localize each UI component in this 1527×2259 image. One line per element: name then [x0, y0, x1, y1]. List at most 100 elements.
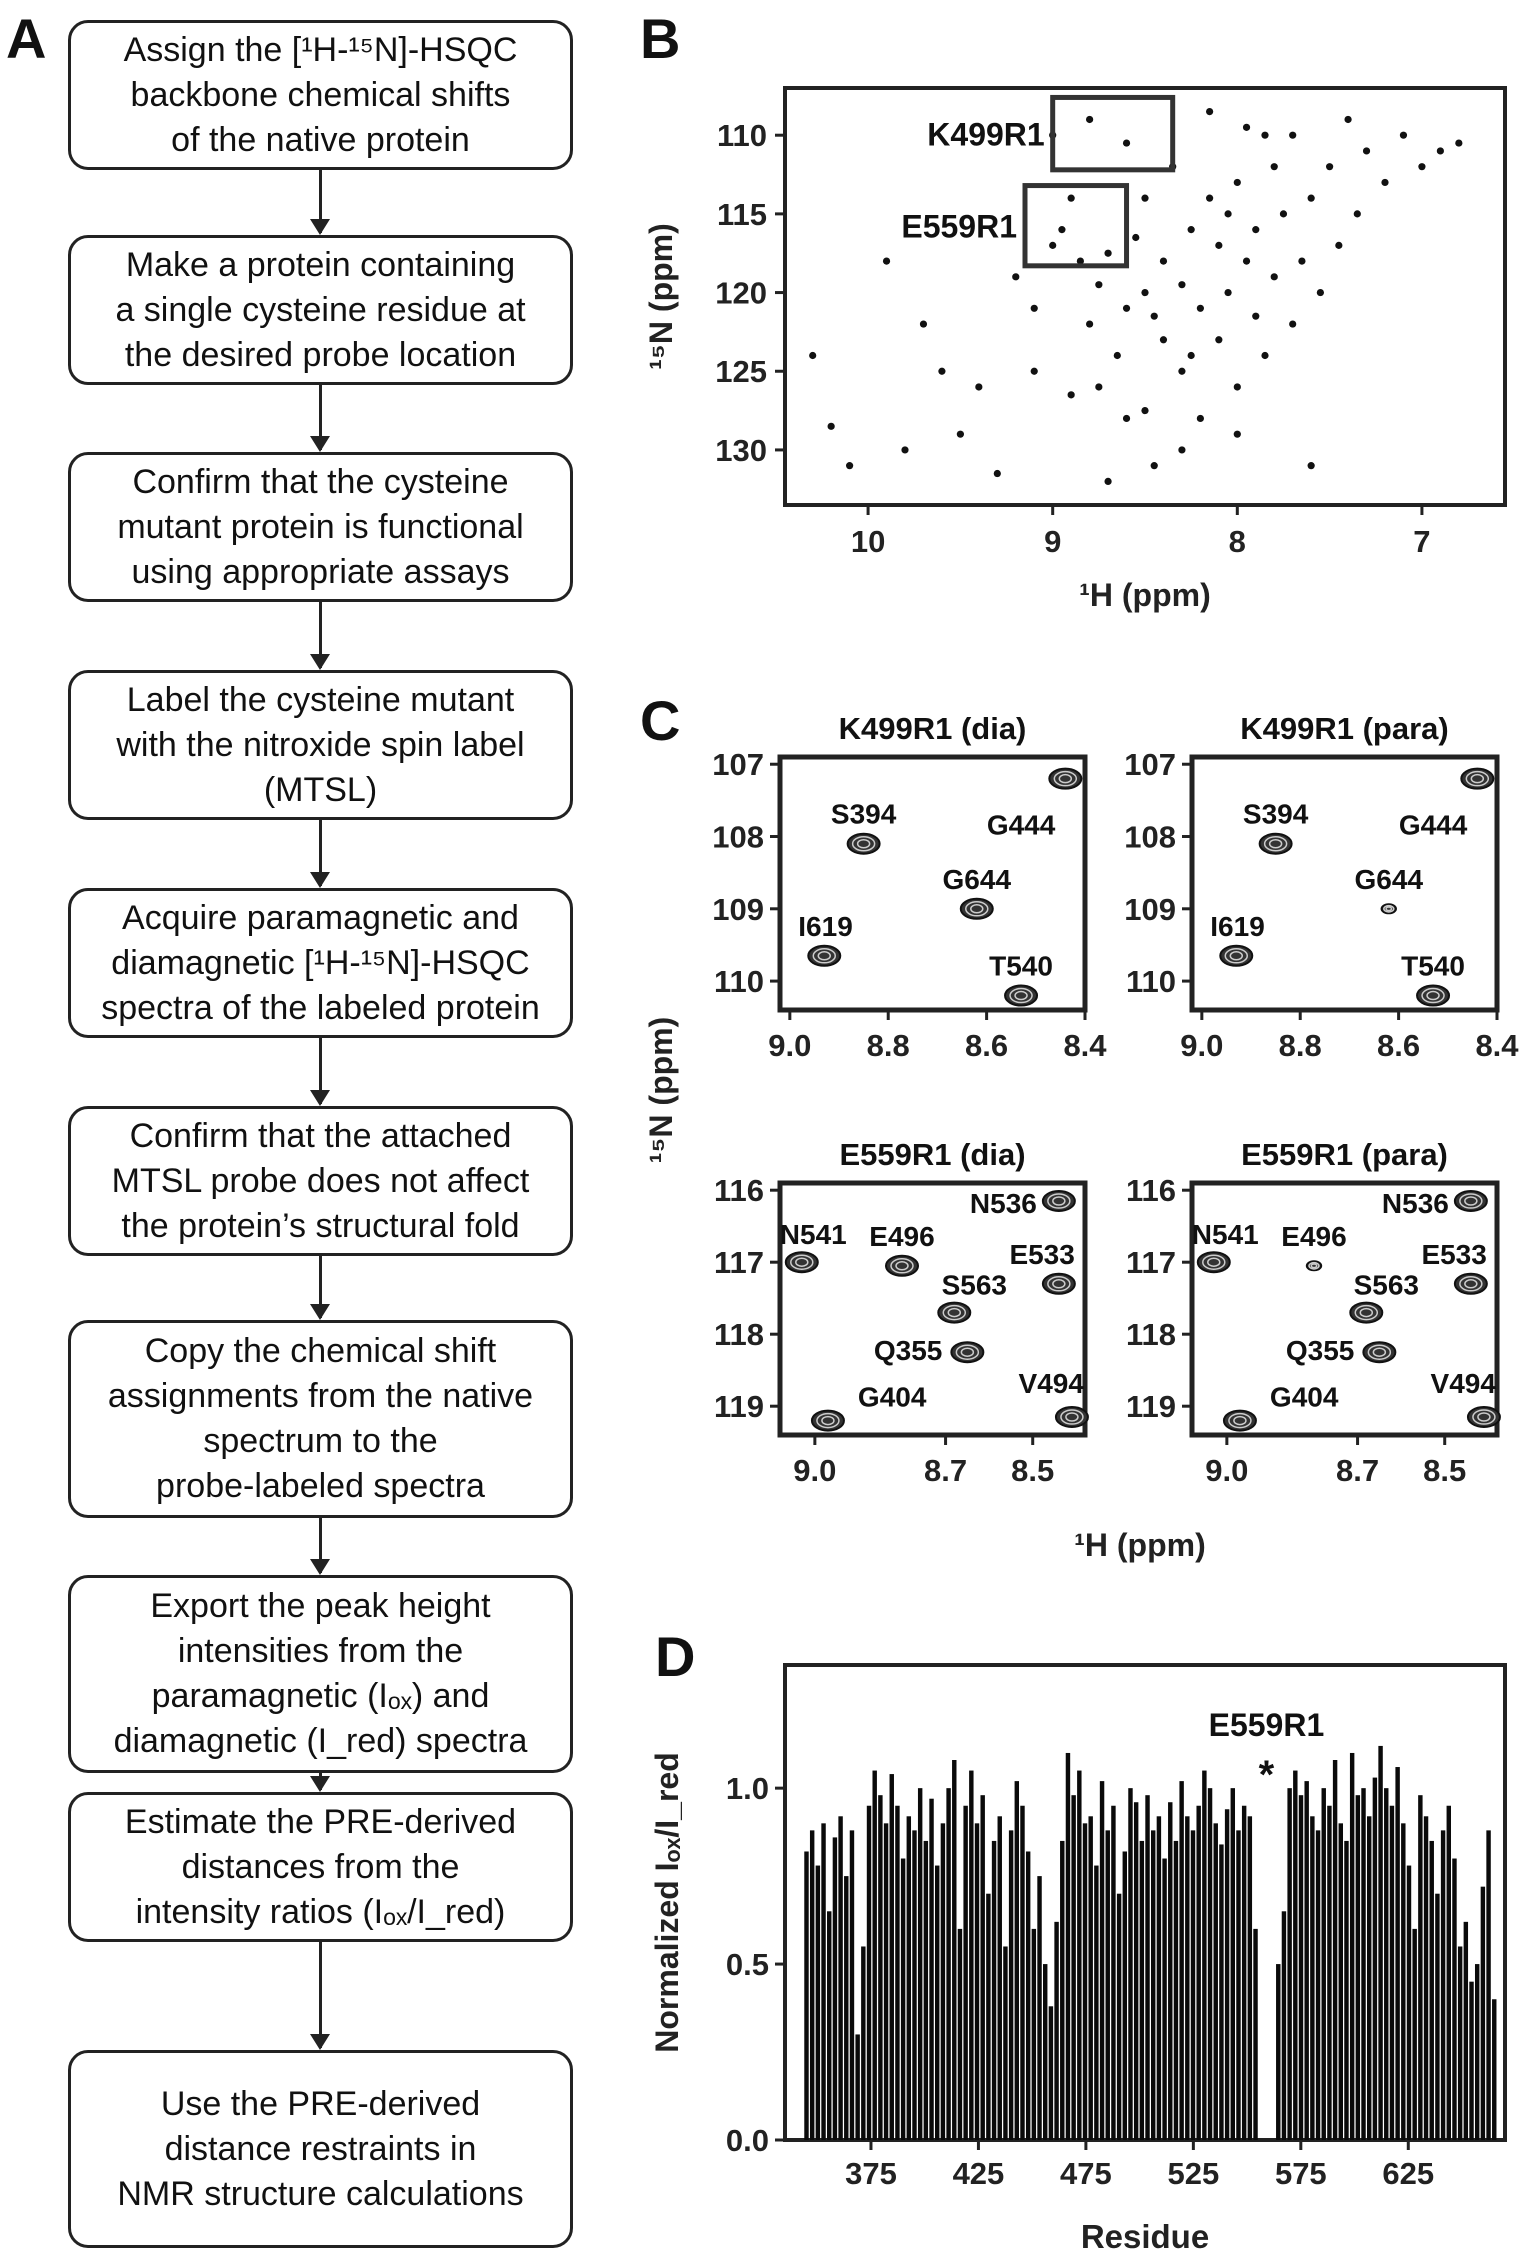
flow-arrow — [310, 170, 330, 235]
panel-label-d: D — [655, 1625, 696, 1688]
ratio-bar — [1014, 1781, 1020, 2140]
peak-label: G404 — [858, 1382, 927, 1413]
x-tick-label: 7 — [1413, 524, 1430, 559]
peak-point — [1095, 383, 1103, 391]
x-tick-label: 425 — [953, 2156, 1005, 2191]
flow-step-text: NMR structure calculations — [117, 2174, 524, 2213]
ratio-bar — [1094, 1865, 1099, 2140]
peak-contour — [856, 838, 871, 849]
ratio-bar — [1099, 1781, 1105, 2140]
x-axis-title: ¹H (ppm) — [1079, 577, 1211, 613]
peak-point — [1261, 131, 1269, 139]
ratio-bar — [1469, 1981, 1474, 2140]
x-axis-title: ¹H (ppm) — [1074, 1527, 1206, 1563]
ratio-bar — [963, 1805, 968, 2140]
peak-point — [1150, 312, 1158, 320]
peak-contour — [790, 1254, 814, 1270]
y-tick-label: 118 — [714, 1317, 764, 1352]
peak-contour — [1052, 1196, 1066, 1206]
peak-point — [1335, 241, 1343, 249]
peak-point — [1196, 414, 1204, 423]
x-tick-label: 8.6 — [1377, 1028, 1420, 1063]
x-tick-label: 8 — [1229, 524, 1246, 559]
flow-step-text: probe-labeled spectra — [156, 1467, 485, 1505]
y-tick-label: 110 — [714, 964, 764, 999]
peak-point — [1122, 304, 1131, 312]
ratio-bar — [1122, 1851, 1128, 2140]
ratio-bar — [895, 1805, 900, 2140]
peak-point — [1178, 446, 1186, 454]
peak-contour — [795, 1257, 809, 1267]
peak-point — [1224, 210, 1232, 218]
peak-label: V494 — [1431, 1368, 1497, 1399]
y-tick-label: 109 — [1124, 892, 1176, 927]
ratio-bar — [1071, 1795, 1076, 2140]
peak-point — [1113, 351, 1121, 360]
peak-point — [1270, 163, 1278, 171]
ratio-bar — [1060, 1840, 1065, 2140]
y-tick-label: 117 — [714, 1245, 764, 1280]
x-tick-label: 8.7 — [924, 1453, 967, 1488]
subplot-frame — [777, 754, 1088, 1013]
ratio-bar — [878, 1795, 883, 2140]
ratio-bar — [1196, 1805, 1201, 2140]
ratio-bar — [1344, 1840, 1349, 2140]
ratio-bar — [1179, 1781, 1184, 2140]
peak-point — [1067, 194, 1075, 202]
peak-point — [1122, 139, 1131, 147]
peak-point — [1067, 391, 1075, 399]
peak-point — [1076, 257, 1084, 265]
y-axis-title: Normalized Iₒₓ/I_red — [649, 1752, 685, 2052]
ratio-bar — [1332, 1760, 1338, 2140]
peak-contour — [1385, 906, 1393, 912]
x-tick-label: 8.8 — [867, 1028, 910, 1063]
flow-step-text: Export the peak height — [150, 1587, 491, 1625]
ratio-bar — [1054, 1921, 1059, 2140]
flow-step-text: assignments from the native — [107, 1377, 534, 1415]
peak-point — [1270, 273, 1278, 281]
ratio-bar — [969, 1770, 974, 2140]
x-tick-label: 8.5 — [1011, 1453, 1054, 1488]
ratio-bar — [1338, 1823, 1344, 2140]
x-axis-title: Residue — [1081, 2218, 1209, 2255]
x-tick-label: 9.0 — [793, 1453, 836, 1488]
ratio-bar — [844, 1876, 849, 2140]
peak-point — [1224, 288, 1232, 297]
peak-contour — [1354, 1304, 1379, 1321]
peak-label: G444 — [1399, 810, 1468, 841]
panel-label-c: C — [640, 689, 681, 752]
ratio-bar — [1446, 1805, 1451, 2140]
peak-contour — [851, 835, 876, 852]
ratio-bar — [1150, 1830, 1156, 2140]
panel-label-b: B — [640, 7, 681, 70]
peak-point — [882, 257, 891, 265]
peak-point — [1242, 257, 1251, 265]
ratio-bar — [883, 1823, 889, 2140]
peak-contour — [942, 1304, 967, 1321]
flow-step-text: Acquire paramagnetic and — [122, 898, 519, 937]
ratio-bar — [1480, 1886, 1486, 2140]
flow-arrow — [310, 820, 330, 888]
peak-contour — [1224, 948, 1249, 964]
ratio-bar — [1111, 1805, 1116, 2140]
y-tick-label: 116 — [714, 1173, 764, 1208]
y-tick-label: 130 — [715, 433, 767, 468]
peak-contour — [1459, 1276, 1483, 1292]
peak-point — [1261, 351, 1269, 360]
peak-point — [1326, 163, 1334, 171]
peak-label: N536 — [1382, 1188, 1449, 1219]
peak-label: G644 — [943, 864, 1012, 895]
flow-arrow — [310, 1038, 330, 1106]
flow-arrow — [310, 602, 330, 670]
ratio-bar — [1065, 1752, 1071, 2140]
peak-point — [1086, 115, 1094, 124]
peak-point — [1030, 304, 1038, 312]
peak-contour — [1229, 951, 1244, 961]
flow-step-text: Label the cysteine mutant — [126, 680, 515, 719]
peak-point — [938, 367, 946, 375]
ratio-bar — [1025, 1851, 1031, 2140]
peak-point — [1159, 257, 1168, 265]
peak-point — [1289, 320, 1297, 328]
peak-label: N536 — [970, 1188, 1037, 1219]
peak-point — [1187, 351, 1195, 360]
